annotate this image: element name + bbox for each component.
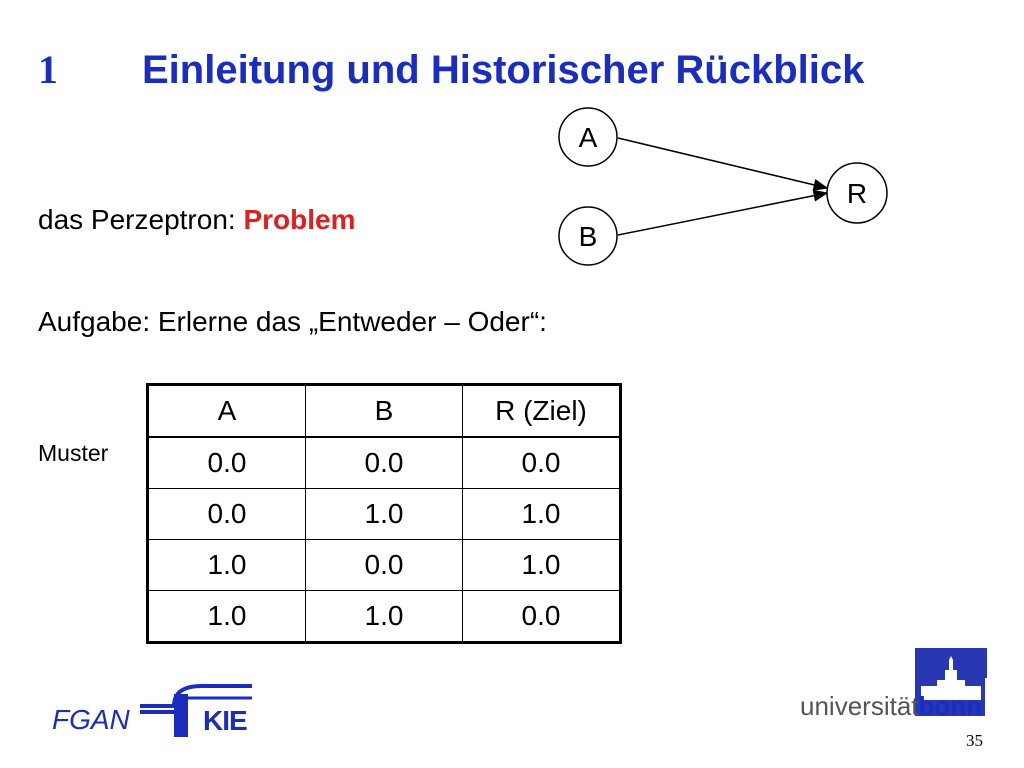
table-header-row: A B R (Ziel) [147,384,621,438]
table-cell: 1.0 [147,590,306,643]
title-number: 1 [38,47,58,92]
university-prefix: universität [800,691,919,721]
table-cell: 0.0 [305,539,463,591]
muster-label: Muster [38,440,109,466]
perceptron-prefix: das Perzeptron: [38,204,244,235]
xor-table: A B R (Ziel) 0.0 0.0 0.0 0.0 1.0 1.0 1.0… [146,383,622,644]
table-cell: 1.0 [462,488,621,540]
header-a: A [147,384,306,438]
fgan-logo-graphic [140,684,252,737]
perceptron-diagram: A B R [558,107,888,266]
node-b: B [558,206,618,266]
table-row: 0.0 0.0 0.0 [147,436,621,489]
table-row: 0.0 1.0 1.0 [147,488,621,540]
university-logo-icon [915,648,987,716]
table-cell: 0.0 [147,436,306,489]
university-bonn: bonn [918,691,983,721]
task-line: Aufgabe: Erlerne das „Entweder – Oder“: [38,306,547,337]
header-b: B [305,384,463,438]
node-r-label: R [847,178,867,209]
header-r: R (Ziel) [462,384,621,438]
perceptron-line: das Perzeptron: Problem [38,200,355,240]
table-row: 1.0 1.0 0.0 [147,590,621,643]
table-cell: 0.0 [147,488,306,540]
problem-highlight: Problem [243,204,356,235]
edge-a-r [617,137,829,191]
table-cell: 0.0 [462,436,621,489]
university-wordmark: universitätbonn [800,690,982,722]
table-cell: 0.0 [305,436,463,489]
table-cell: 1.0 [462,539,621,591]
table-cell: 1.0 [305,590,463,643]
node-a: A [558,107,618,167]
edge-b-r [617,189,829,236]
fgan-text: FGAN [52,704,130,735]
table-cell: 1.0 [147,539,306,591]
table-cell: 0.0 [462,590,621,643]
page-number: 35 [966,731,983,750]
slide-title: Einleitung und Historischer Rückblick [142,48,865,92]
node-b-label: B [579,221,598,252]
table-row: 1.0 0.0 1.0 [147,539,621,591]
node-a-label: A [579,122,598,153]
kie-text: KIE [203,705,248,736]
table-cell: 1.0 [305,488,463,540]
node-r: R [826,162,888,224]
